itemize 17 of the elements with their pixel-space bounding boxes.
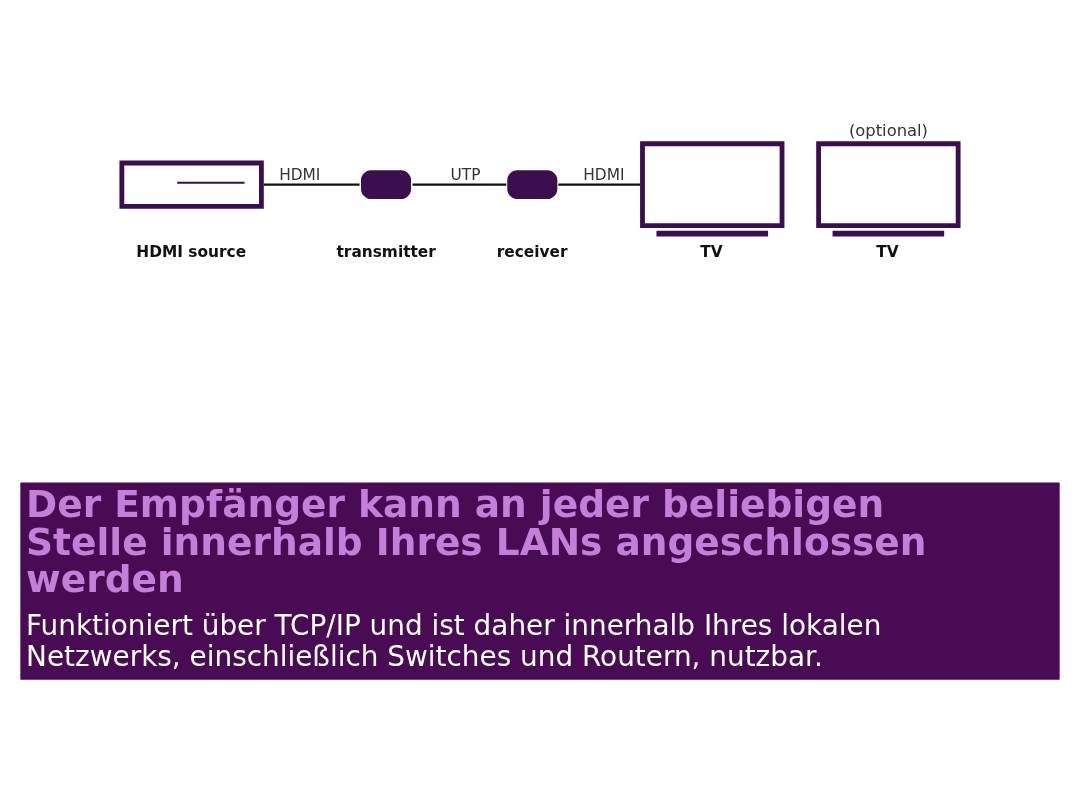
connector <box>412 183 507 186</box>
diagram-title: Der Empfänger kann an jeder beliebigen Stelle innerhalb Ihres LANs angeschlossen werden <box>26 481 927 601</box>
node-box <box>361 169 412 199</box>
node-label: TV <box>700 242 723 261</box>
node-label: transmitter <box>336 242 436 261</box>
edge-label: UTP <box>450 165 481 184</box>
edge-label: HDMI <box>279 165 321 184</box>
node-label: receiver <box>496 242 568 261</box>
edge-label: HDMI <box>583 165 625 184</box>
node-box <box>119 160 264 209</box>
node-label: TV <box>876 242 899 261</box>
node-label: HDMI source <box>136 242 247 261</box>
node-box <box>507 169 558 199</box>
connector <box>558 183 641 186</box>
node-label: (optional) <box>848 120 928 140</box>
connector <box>263 183 360 186</box>
caption: Funktioniert über TCP/IP und ist daher innerhalb Ihres lokalen Netzwerks, einschließlich Switches und Routern, nutzbar. <box>26 608 882 673</box>
